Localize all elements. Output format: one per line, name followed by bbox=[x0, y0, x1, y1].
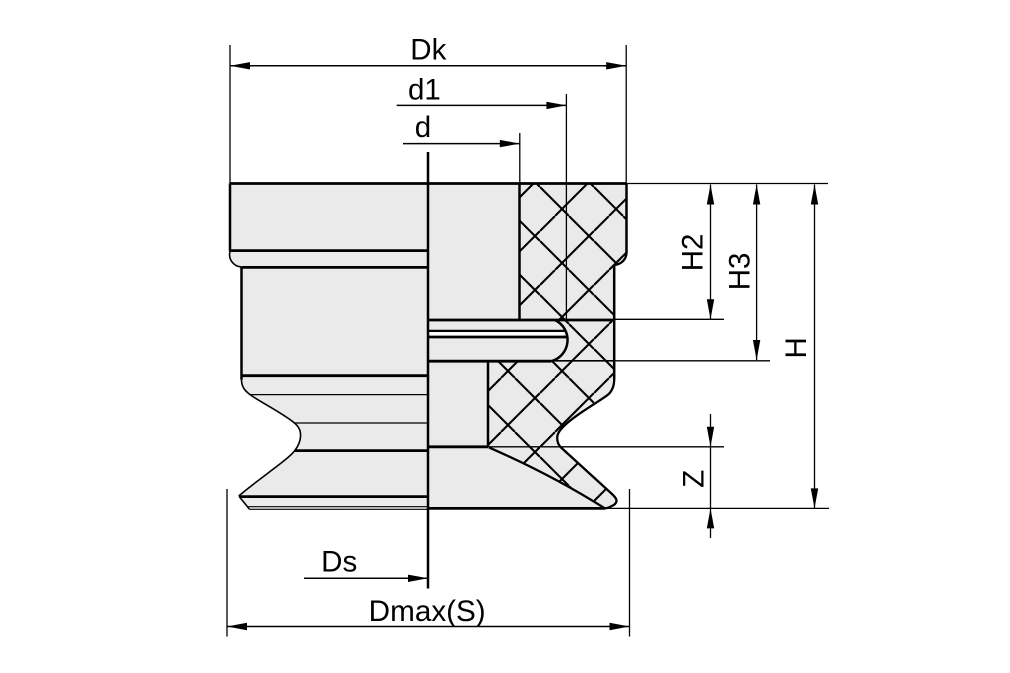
svg-text:Z: Z bbox=[677, 470, 710, 488]
svg-text:Dk: Dk bbox=[410, 34, 446, 67]
svg-text:Ds: Ds bbox=[321, 546, 357, 579]
svg-text:H3: H3 bbox=[724, 253, 757, 291]
svg-text:d1: d1 bbox=[408, 73, 441, 106]
svg-text:Dmax(S): Dmax(S) bbox=[369, 595, 486, 628]
svg-text:H2: H2 bbox=[677, 234, 710, 272]
svg-text:d: d bbox=[415, 111, 431, 144]
svg-text:H: H bbox=[780, 337, 813, 358]
